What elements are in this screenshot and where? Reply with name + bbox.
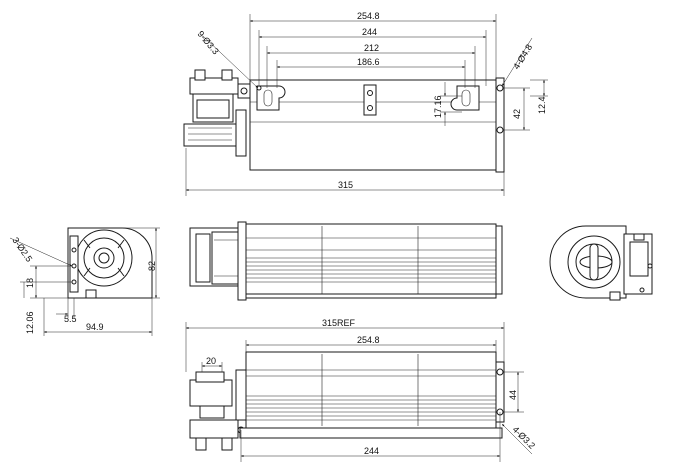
- bottom-view: 315REF 254.8 20 44 4-Ø3.2 244: [185, 318, 538, 462]
- dim-44: 44: [508, 390, 518, 400]
- left-side-view: 3-Ø2.5 82 18 12.06 5.5 94.9: [9, 227, 160, 336]
- dim-4-d4-8: 4-Ø4.8: [511, 42, 534, 71]
- dim-9-d3-3: 9-Ø3.3: [195, 29, 220, 57]
- right-side-view: [549, 225, 653, 301]
- top-motor: [183, 69, 251, 157]
- dim-94-9: 94.9: [86, 322, 104, 332]
- dim-20: 20: [206, 356, 216, 366]
- dim-212: 212: [364, 43, 379, 53]
- dim-12-4: 12.4: [537, 96, 547, 114]
- dim-18: 18: [25, 278, 35, 288]
- top-view: 254.8 244 212 186.6 9-Ø3.3 4-Ø4.8 17.16: [183, 11, 548, 196]
- dim-244: 244: [362, 27, 377, 37]
- dim-3-d2-5: 3-Ø2.5: [10, 235, 34, 263]
- dim-82: 82: [147, 261, 157, 271]
- dim-254-8-bottom: 254.8: [357, 335, 380, 345]
- dim-186-6: 186.6: [357, 57, 380, 67]
- dim-244-bottom: 244: [364, 446, 379, 456]
- front-view: [189, 221, 503, 301]
- dim-254-8: 254.8: [357, 11, 380, 21]
- dim-42: 42: [512, 109, 522, 119]
- top-slot-brackets: [256, 84, 480, 116]
- dim-12-06: 12.06: [25, 311, 35, 334]
- dim-4-d3-2: 4-Ø3.2: [511, 424, 538, 451]
- dim-5-5: 5.5: [64, 314, 77, 324]
- dim-315ref: 315REF: [322, 318, 356, 328]
- dim-17-16: 17.16: [433, 95, 443, 118]
- dim-315: 315: [338, 180, 353, 190]
